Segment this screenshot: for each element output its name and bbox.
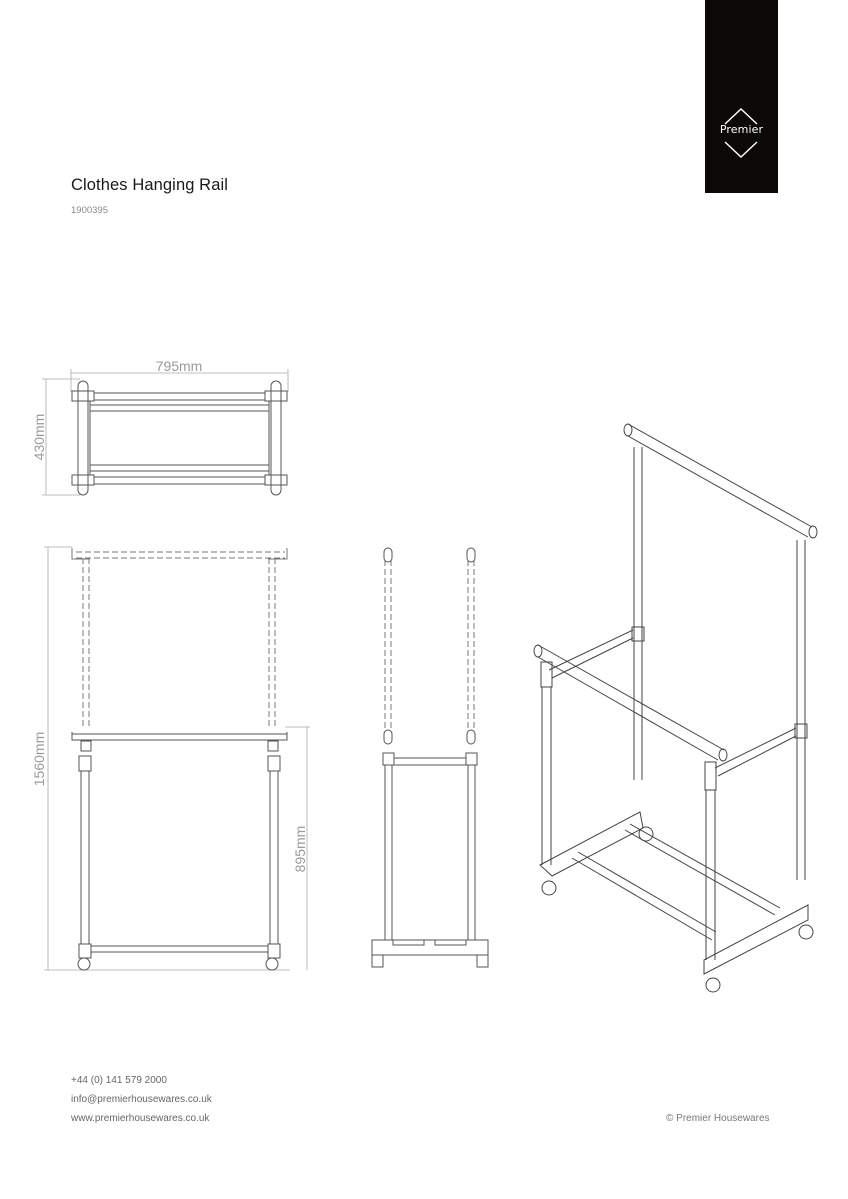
contact-website[interactable]: www.premierhousewares.co.uk (71, 1113, 210, 1124)
copyright: © Premier Housewares (666, 1113, 770, 1124)
side-view (371, 547, 489, 968)
min-height-dimension: 895mm (292, 826, 308, 873)
product-code: 1900395 (71, 205, 108, 216)
max-height-dimension: 1560mm (31, 732, 47, 786)
contact-email[interactable]: info@premierhousewares.co.uk (71, 1094, 212, 1105)
contact-phone: +44 (0) 141 579 2000 (71, 1075, 167, 1086)
diamond-chevron-icon (724, 108, 758, 158)
logo-text: Premier (719, 123, 764, 136)
product-title: Clothes Hanging Rail (71, 176, 229, 194)
brand-logo: Premier (705, 0, 778, 193)
depth-dimension: 430mm (31, 414, 47, 461)
front-view (44, 546, 310, 971)
width-dimension: 795mm (156, 358, 203, 374)
top-view (42, 369, 289, 496)
isometric-view (533, 423, 818, 993)
